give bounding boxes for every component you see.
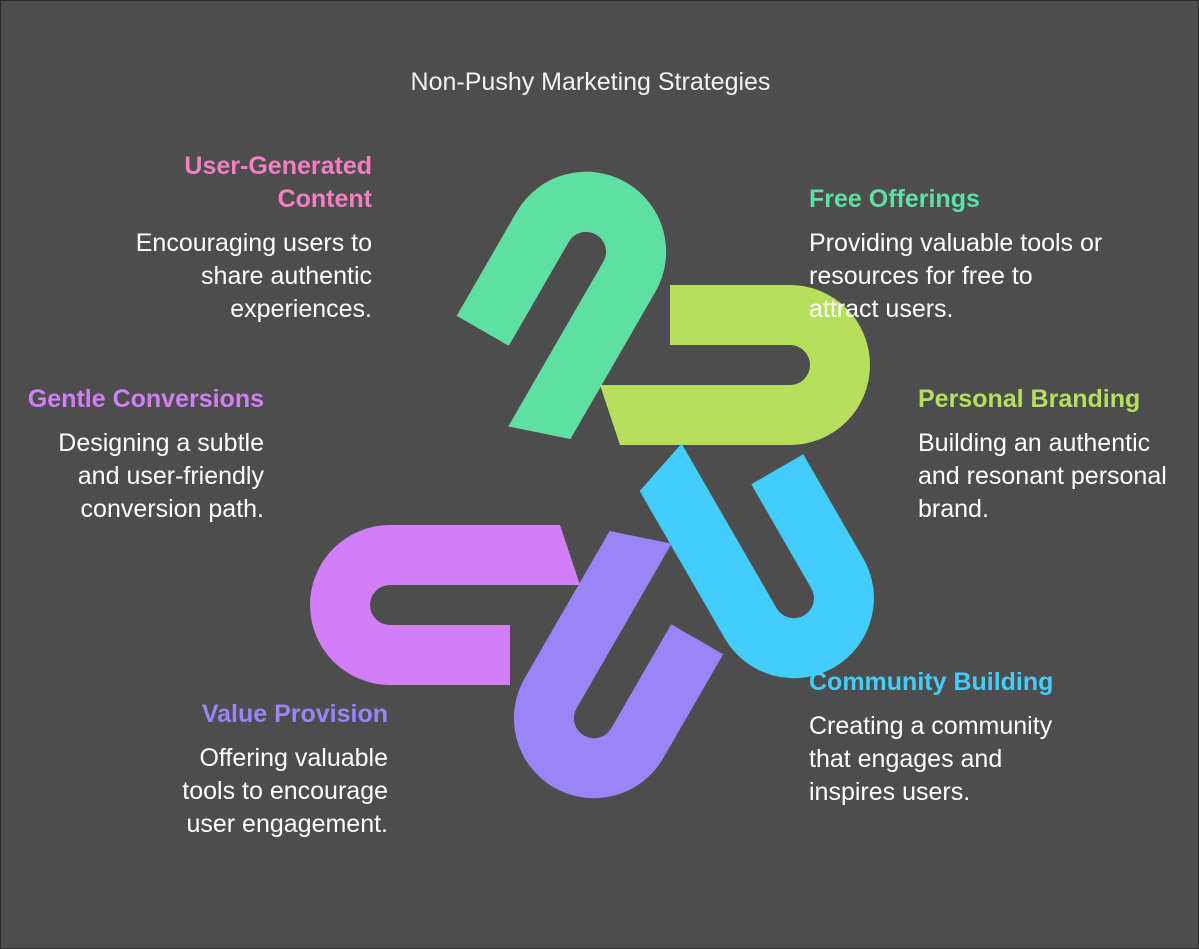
- strategy-heading: Value Provision: [201, 700, 388, 728]
- strategy-community-building: Community Building Creating a community …: [809, 666, 1089, 809]
- strategy-user-generated-content: User-Generated Content Encouraging users…: [120, 150, 372, 326]
- strategy-description: Encouraging users to share authentic exp…: [135, 229, 372, 323]
- loop-personal-branding: [600, 285, 870, 445]
- loop-value-provision: [513, 530, 724, 799]
- strategy-description: Building an authentic and resonant perso…: [918, 429, 1167, 523]
- diagram-title: Non-Pushy Marketing Strategies: [410, 68, 771, 96]
- strategy-description: Creating a community that engages and in…: [809, 712, 1053, 806]
- strategy-personal-branding: Personal Branding Building an authentic …: [918, 383, 1178, 526]
- strategy-free-offerings: Free Offerings Providing valuable tools …: [809, 183, 1109, 326]
- loop-gentle-conversions: [310, 525, 580, 685]
- strategy-description: Offering valuable tools to encourage use…: [182, 744, 388, 838]
- loop-free-offerings: [456, 171, 667, 440]
- strategy-heading: Gentle Conversions: [27, 385, 264, 413]
- strategy-heading: Community Building: [809, 668, 1054, 696]
- strategy-description: Designing a subtle and user-friendly con…: [58, 429, 264, 523]
- strategy-value-provision: Value Provision Offering valuable tools …: [140, 698, 388, 841]
- strategy-heading: User-Generated Content: [184, 152, 372, 213]
- loop-community-building: [639, 443, 874, 679]
- strategy-heading: Free Offerings: [809, 185, 980, 213]
- strategy-description: Providing valuable tools or resources fo…: [809, 229, 1103, 323]
- strategy-gentle-conversions: Gentle Conversions Designing a subtle an…: [20, 383, 264, 526]
- strategy-heading: Personal Branding: [918, 385, 1141, 413]
